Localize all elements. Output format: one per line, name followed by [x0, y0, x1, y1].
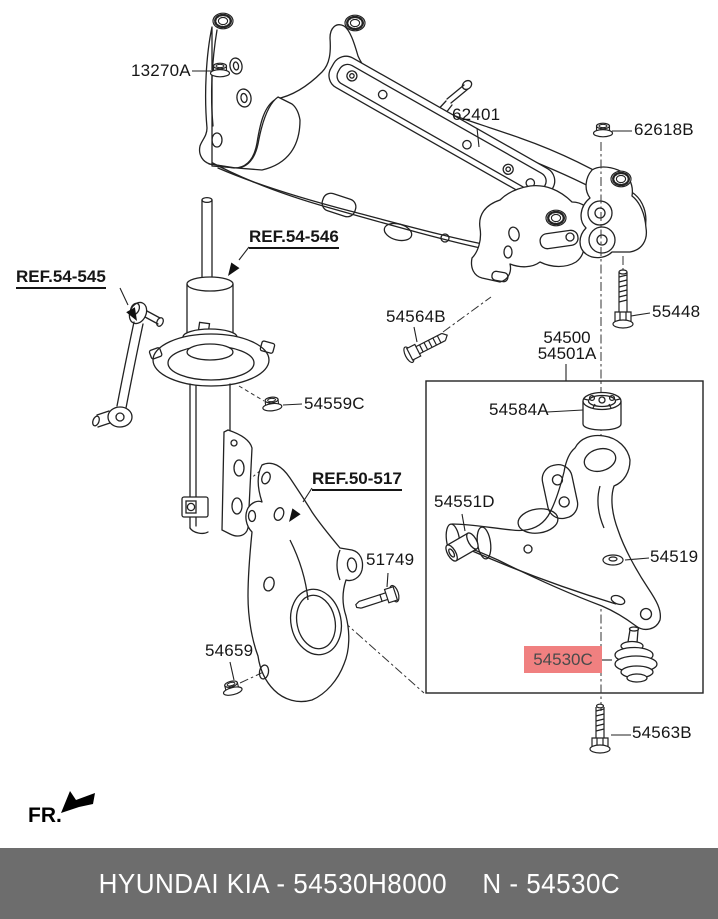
- part-label-54564B[interactable]: 54564B: [386, 307, 446, 326]
- part-label-54559C[interactable]: 54559C: [304, 394, 365, 413]
- knuckle-drawing: [245, 462, 364, 703]
- part-label-54501A[interactable]: 54501A: [537, 344, 597, 363]
- nut-54659-drawing: [220, 678, 244, 698]
- crossmember-drawing: [198, 11, 648, 283]
- part-label-55448[interactable]: 55448: [652, 302, 701, 321]
- bolt-54563B-drawing: [589, 703, 611, 754]
- nut-62618B-drawing: [592, 122, 614, 138]
- bolt-55448-drawing: [612, 269, 634, 329]
- ball-joint-54530C-drawing: [614, 626, 658, 683]
- fr-direction-arrow-icon: [61, 791, 95, 813]
- footer-banner: HYUNDAI KIA - 54530H8000 N - 54530C: [0, 848, 718, 919]
- part-label-54551D[interactable]: 54551D: [434, 492, 495, 511]
- bushing-54551D-drawing: [445, 532, 479, 562]
- washer-54519-drawing: [602, 554, 624, 566]
- lower-arm-kit-box: [425, 380, 704, 694]
- ref-label-54-546[interactable]: REF.54-546: [249, 228, 339, 249]
- part-label-54530C-highlighted[interactable]: 54530C: [524, 646, 602, 673]
- part-label-51749[interactable]: 51749: [366, 550, 415, 569]
- part-label-54500[interactable]: 54500: [543, 328, 591, 347]
- exploded-view-drawing: [61, 11, 704, 813]
- ref-label-54-545[interactable]: REF.54-545: [16, 268, 106, 289]
- leader-arrowheads: [126, 262, 301, 522]
- bushing-54584A-drawing: [582, 391, 622, 431]
- leader-lines: [119, 70, 651, 736]
- nut-13270A-drawing: [209, 62, 231, 78]
- part-label-62618B[interactable]: 62618B: [634, 120, 694, 139]
- leader-dashed-54559C: [238, 385, 265, 402]
- part-label-54659[interactable]: 54659: [205, 641, 254, 660]
- stabilizer-link-drawing: [92, 301, 164, 428]
- control-arm-drawing: [445, 434, 662, 631]
- part-label-54519[interactable]: 54519: [650, 547, 699, 566]
- footer-part-code: HYUNDAI KIA - 54530H8000: [98, 867, 447, 899]
- part-label-54563B[interactable]: 54563B: [632, 723, 692, 742]
- bolt-54564B-drawing: [403, 332, 448, 364]
- bolt-51749-drawing: [355, 584, 400, 609]
- part-label-13270A[interactable]: 13270A: [131, 61, 191, 80]
- part-label-62401[interactable]: 62401: [452, 105, 501, 124]
- ref-label-50-517[interactable]: REF.50-517: [312, 470, 402, 491]
- footer-part-number: N - 54530C: [481, 867, 620, 899]
- nut-54559C-drawing: [261, 395, 283, 413]
- part-label-54584A[interactable]: 54584A: [489, 400, 549, 419]
- strut-drawing: [148, 196, 276, 537]
- part-label-54500-54501A[interactable]: 54500 54501A: [534, 328, 600, 363]
- fr-direction-label: FR.: [28, 804, 62, 827]
